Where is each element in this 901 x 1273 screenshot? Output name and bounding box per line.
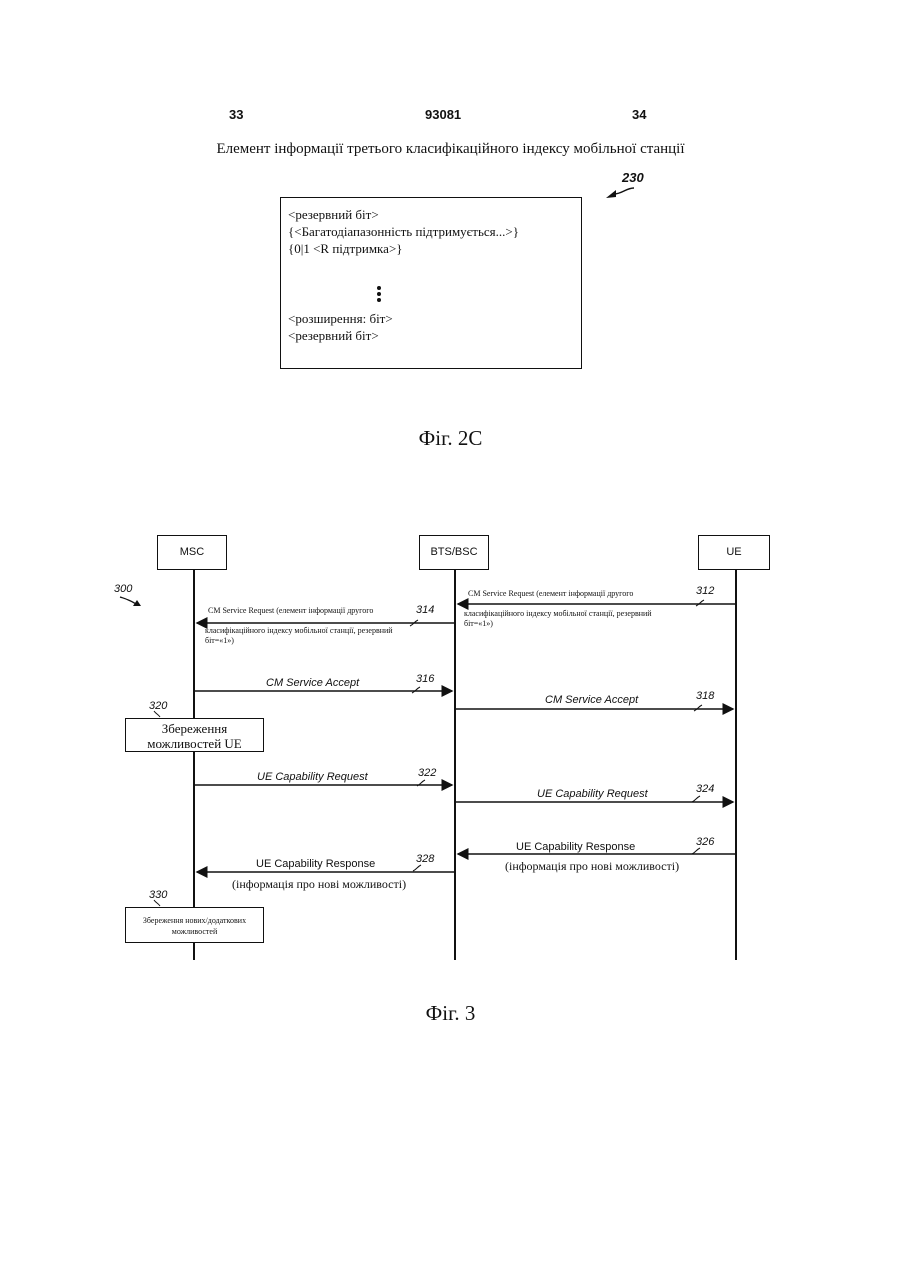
msg-318-label: CM Service Accept [545,694,638,706]
msg-326-label: UE Capability Response [516,841,635,853]
ref-330: 330 [149,889,167,901]
store-320-line1: Збереження [126,721,263,736]
ref-328: 328 [416,853,434,865]
msg-328-label: UE Capability Response [256,858,375,870]
fig2c-title: Елемент інформації третього класифікацій… [0,141,901,158]
store-new-capabilities-box: Збереження нових/додаткових можливостей [125,907,264,943]
ref-314: 314 [416,604,434,616]
msg-324-label: UE Capability Request [537,788,648,800]
box-line-reserved-bit-2: <резервний біт> [288,328,379,344]
box-line-extension-bit: <розширення: біт> [288,311,393,327]
ref-312: 312 [696,585,714,597]
store-ue-capabilities-box: Збереження можливостей UE [125,718,264,752]
fig3-caption: Фіг. 3 [0,1001,901,1026]
msg-314-line3: біт=«1») [205,636,455,646]
ref-326: 326 [696,836,714,848]
msg-322-label: UE Capability Request [257,771,368,783]
ref-324: 324 [696,783,714,795]
patent-number: 93081 [425,107,461,122]
ref-316: 316 [416,673,434,685]
msg-314-line1: CM Service Request (елемент інформації д… [208,606,373,616]
ue-entity: UE [698,535,770,570]
msg-316-label: CM Service Accept [266,677,359,689]
msg-312-line1: CM Service Request (елемент інформації д… [468,589,633,599]
msg-314-cont: класифікаційного індексу мобільної станц… [205,626,455,646]
store-330-line1: Збереження нових/додаткових [126,915,263,926]
ref-300-arrow-icon [120,597,136,604]
page-number-right: 34 [632,107,646,122]
ref-230-arrow-icon [604,186,638,200]
ellipsis-vertical-icon [377,286,381,304]
msg-314-line2: класифікаційного індексу мобільної станц… [205,626,455,636]
store-330-line2: можливостей [126,926,263,937]
fig3-ref: 300 [114,583,132,595]
fig2c-caption: Фіг. 2С [0,426,901,451]
box-line-reserved-bit: <резервний біт> [288,207,379,223]
msc-entity: MSC [157,535,227,570]
msg-312-line3: біт=«1») [464,619,704,629]
information-element-box: <резервний біт> {<Багатодіапазонність пі… [280,197,582,369]
bts-bsc-entity: BTS/BSC [419,535,489,570]
ref-322: 322 [418,767,436,779]
msg-328-sub: (інформація про нові можливості) [232,877,406,892]
msg-312-cont: класифікаційного індексу мобільної станц… [464,609,704,629]
msg-326-sub: (інформація про нові можливості) [505,859,679,874]
ref-318: 318 [696,690,714,702]
store-320-line2: можливостей UE [126,736,263,751]
box-line-multiband: {<Багатодіапазонність підтримується...>} [288,224,519,240]
msg-312-line2: класифікаційного індексу мобільної станц… [464,609,704,619]
box-line-r-support: {0|1 <R підтримка>} [288,241,403,257]
page-number-left: 33 [229,107,243,122]
fig2c-ref: 230 [622,170,644,185]
ref-320: 320 [149,700,167,712]
